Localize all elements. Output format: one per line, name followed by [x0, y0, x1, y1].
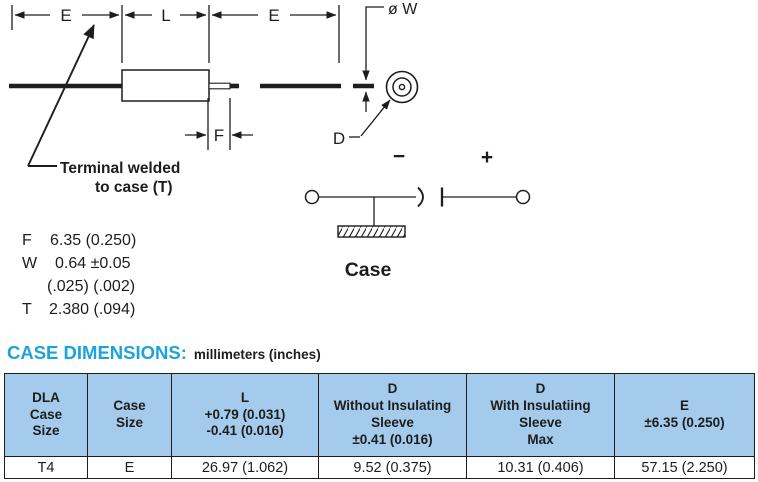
dimension-ticks	[11, 5, 340, 63]
table-row: T4 E 26.97 (1.062) 9.52 (0.375) 10.31 (0…	[4, 456, 755, 479]
value-f-label: F	[22, 232, 32, 249]
value-w-label: W	[22, 255, 38, 272]
minus-sign: −	[393, 145, 405, 168]
value-t: 2.380 (.094)	[49, 301, 135, 318]
header-d-with-sleeve: D With Insulatiing Sleeve Max	[466, 373, 615, 457]
value-t-label: T	[22, 301, 32, 318]
terminal-note-leader	[27, 24, 95, 167]
component-body	[121, 69, 210, 102]
header-line: Sleeve	[371, 415, 414, 430]
dim-label-f: F	[214, 126, 224, 145]
header-case-size: Case Size	[87, 373, 172, 457]
header-line: ±0.41 (0.016)	[352, 431, 433, 447]
header-line: Size	[32, 423, 60, 439]
component-end-view	[385, 70, 419, 104]
header-line: +0.79 (0.031)	[204, 406, 286, 422]
header-e: E ±6.35 (0.250)	[614, 373, 755, 457]
cell-e: 57.15 (2.250)	[614, 456, 755, 479]
case-hatch-block	[337, 225, 406, 238]
section-heading: CASE DIMENSIONS: millimeters (inches)	[7, 342, 321, 364]
case-dimension-drawing: E L E F ø W	[9, 1, 531, 318]
component-outline	[9, 69, 374, 102]
cell-case-size: E	[87, 456, 172, 479]
leader-d	[349, 99, 391, 138]
dim-label-d: D	[333, 129, 345, 148]
case-label: Case	[345, 259, 392, 281]
terminal-circle-left	[304, 189, 320, 205]
dim-label-dia-w: ø W	[388, 1, 418, 18]
terminal-note-line1: Terminal welded	[60, 160, 180, 177]
cell-l: 26.97 (1.062)	[171, 456, 319, 479]
case-dimensions-table: DLA Case Size Case Size L +0.79 (0.031) …	[4, 373, 755, 479]
header-line: D	[535, 381, 546, 397]
cell-d-without-sleeve: 9.52 (0.375)	[318, 456, 467, 479]
dim-label-e-right: E	[268, 6, 279, 25]
dim-label-l: L	[161, 6, 170, 25]
header-line: -0.41 (0.016)	[206, 423, 284, 439]
header-line: ±6.35 (0.250)	[644, 415, 725, 430]
plus-sign: +	[481, 146, 493, 169]
value-f: 6.35 (0.250)	[50, 232, 136, 249]
capacitor-curved-plate	[417, 186, 424, 208]
header-l: L +0.79 (0.031) -0.41 (0.016)	[171, 373, 319, 457]
cell-dla-case-size: T4	[4, 456, 88, 479]
header-line: D	[387, 381, 398, 397]
header-line: With Insulatiing	[490, 398, 591, 414]
header-dla-case-size: DLA Case Size	[4, 373, 88, 457]
header-line: E	[679, 398, 689, 414]
header-line: Without Insulating	[333, 398, 452, 414]
header-line: Case	[29, 406, 63, 422]
value-w: 0.64 ±0.05	[55, 255, 131, 272]
header-line: Sleeve	[519, 415, 562, 430]
dim-label-e-left: E	[60, 6, 71, 25]
header-line: Case	[113, 398, 146, 414]
value-w-inches: (.025) (.002)	[47, 278, 135, 295]
terminal-stub	[208, 82, 231, 90]
cell-d-with-sleeve: 10.31 (0.406)	[466, 456, 615, 479]
header-line: Max	[527, 431, 554, 447]
terminal-circle-right	[515, 189, 531, 205]
dimension-f	[185, 98, 253, 150]
terminal-note-line2: to case (T)	[95, 179, 173, 196]
table-header-row: DLA Case Size Case Size L +0.79 (0.031) …	[4, 373, 755, 457]
header-line: DLA	[32, 389, 60, 405]
dimension-values: F 6.35 (0.250) W 0.64 ±0.05 (.025) (.002…	[22, 232, 136, 318]
polarity-schematic	[304, 186, 531, 238]
section-subtitle: millimeters (inches)	[193, 347, 321, 362]
dimension-w	[362, 6, 384, 112]
dimension-lines-e-l-e	[11, 5, 340, 63]
header-line: Size	[115, 415, 143, 430]
header-line: L	[240, 389, 250, 405]
header-d-without-sleeve: D Without Insulating Sleeve ±0.41 (0.016…	[318, 373, 467, 457]
section-title: CASE DIMENSIONS:	[7, 342, 187, 363]
